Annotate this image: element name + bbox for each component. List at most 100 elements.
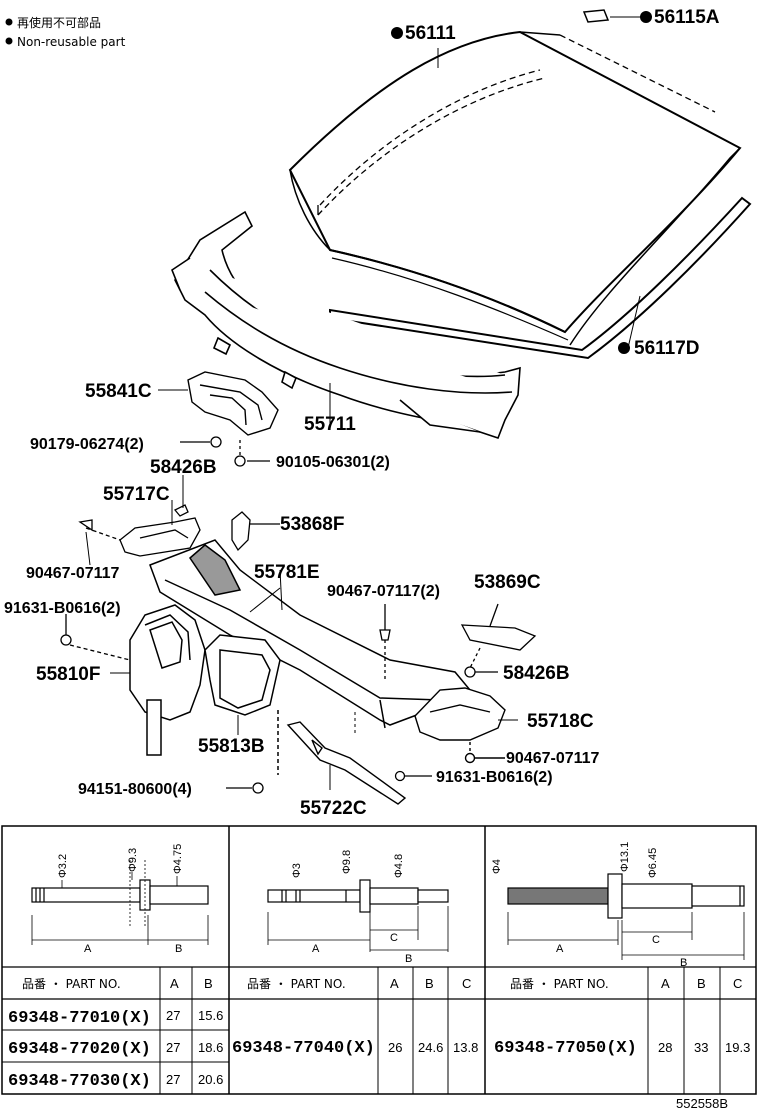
bracket-55841c-illustration [158, 371, 279, 436]
cover-55718c-illustration [414, 687, 506, 764]
rivet-2-dim-shank: Φ3 [291, 863, 303, 878]
rivet-3-drawing [507, 873, 745, 960]
rivet-2-dims: Φ3 Φ9.8 Φ4.8 A C B [291, 850, 412, 965]
rivet-3-dim-c: C [652, 934, 660, 946]
table-headers: 品番 ・ PART NO. A B 品番 ・ PART NO. A B C 品番… [22, 976, 742, 991]
label-molding: 56117D [634, 338, 700, 359]
bracket-55717c-illustration [78, 504, 201, 557]
legend-en: Non-reusable part [17, 35, 126, 49]
non-reusable-bullet-icon [391, 27, 403, 39]
table-row-c: 13.8 [453, 1040, 478, 1055]
label-clip-90467-right: 90467-07117 [506, 750, 600, 767]
brace-55722c-illustration [286, 721, 407, 805]
rivet-3-dims: Φ4 Φ13.1 Φ6.45 A C B [491, 842, 687, 969]
table-group-1: 69348-77010(X) 27 15.6 69348-77020(X) 27… [8, 1008, 223, 1091]
table-row-a: 28 [658, 1040, 672, 1055]
clip-90467-illustration [379, 604, 391, 680]
header-b-1: B [204, 976, 213, 991]
label-cover-55813b: 55813B [198, 736, 265, 757]
rivet-1-dims: Φ3.2 Φ9.3 Φ4.75 A B [57, 844, 184, 955]
table-group-2: 69348-77040(X) 26 24.6 13.8 [232, 1039, 478, 1058]
header-part-3: 品番 ・ PART NO. [510, 977, 609, 991]
label-cowl-top-panel: 55711 [304, 414, 356, 435]
table-row-b: 20.6 [198, 1072, 223, 1087]
label-clip-90467-left: 90467-07117 [26, 565, 120, 582]
table-row-part: 69348-77040(X) [232, 1039, 375, 1058]
table-row-part: 69348-77050(X) [494, 1039, 637, 1058]
rivet-2-dim-body: Φ4.8 [393, 854, 405, 878]
part-labels: 56111 56115A 56117D 55711 55841C 90179-0… [4, 7, 720, 819]
cover-55813b-illustration [204, 634, 281, 775]
rivet-1-dim-body: Φ4.75 [172, 844, 184, 874]
label-bolt-upper: 90105-06301(2) [276, 454, 390, 471]
header-a-1: A [170, 976, 179, 991]
bracket-53869c-illustration [460, 603, 537, 651]
diagram-code: 552558B [676, 1096, 728, 1111]
legend-jp: 再使用不可部品 [17, 15, 101, 30]
label-rivet-91631-right: 91631-B0616(2) [436, 769, 553, 786]
label-brace-55722c: 55722C [300, 798, 367, 819]
label-seal-53868f: 53868F [280, 514, 344, 535]
header-part-2: 品番 ・ PART NO. [247, 977, 346, 991]
table-row-b: 24.6 [418, 1040, 443, 1055]
table-row-a: 26 [388, 1040, 402, 1055]
rivet-table [1, 825, 757, 1095]
table-row-part: 69348-77020(X) [8, 1040, 151, 1059]
rivet-1-dim-shank: Φ3.2 [57, 854, 69, 878]
header-part-1: 品番 ・ PART NO. [22, 977, 121, 991]
table-group-3: 69348-77050(X) 28 33 19.3 [494, 1039, 750, 1058]
non-reusable-bullet-icon [618, 342, 630, 354]
rivet-1-dim-a: A [84, 943, 92, 955]
header-b-2: B [425, 976, 434, 991]
rivet-91631-right-illustration [394, 770, 432, 782]
label-screw-94151: 94151-80600(4) [78, 781, 192, 798]
rivet-3-dim-a: A [556, 943, 564, 955]
label-clip-upper: 90179-06274(2) [30, 436, 144, 453]
legend: 再使用不可部品 Non-reusable part [5, 15, 126, 49]
rivet-91631-left-illustration [60, 614, 131, 661]
rivet-1-drawing [31, 860, 209, 945]
label-bracket-53869c: 53869C [474, 572, 541, 593]
table-row-b: 15.6 [198, 1008, 223, 1023]
table-row-a: 27 [166, 1072, 180, 1087]
label-clip-90467-two: 90467-07117(2) [327, 583, 440, 600]
label-bracket-left: 55841C [85, 381, 152, 402]
legend-bullet-icon [5, 37, 13, 45]
label-bracket-55717c: 55717C [103, 484, 170, 505]
rivet-2-dim-a: A [312, 943, 320, 955]
rivet-2-dim-c: C [390, 932, 398, 944]
rivet-3-dim-body: Φ6.45 [647, 848, 659, 878]
seal-53868f-illustration [231, 511, 280, 552]
label-nut-58426b-left: 58426B [150, 457, 217, 478]
label-rivet-91631-left: 91631-B0616(2) [4, 600, 121, 617]
fastener-upper-illustration [180, 436, 270, 467]
header-c-3: C [733, 976, 742, 991]
rivet-3-dim-b: B [680, 957, 687, 969]
screw-94151-illustration [226, 782, 264, 794]
label-nut-58426b-right: 58426B [503, 663, 570, 684]
rivet-3-dim-head: Φ13.1 [619, 842, 631, 872]
table-row-c: 19.3 [725, 1040, 750, 1055]
header-c-2: C [462, 976, 471, 991]
rivet-1-dim-b: B [175, 943, 182, 955]
table-row-a: 27 [166, 1040, 180, 1055]
windshield-illustration [288, 30, 742, 346]
non-reusable-bullet-icon [640, 11, 652, 23]
rivet-2-dim-head: Φ9.8 [341, 850, 353, 874]
header-b-3: B [697, 976, 706, 991]
table-row-part: 69348-77010(X) [8, 1009, 151, 1028]
label-air-duct: 55810F [36, 664, 100, 685]
header-a-2: A [390, 976, 399, 991]
sticker-illustration [582, 9, 640, 23]
label-windshield: 56111 [405, 23, 456, 44]
nut-58426b-right-illustration [464, 647, 498, 678]
table-row-b: 33 [694, 1040, 708, 1055]
rivet-2-dim-b: B [405, 953, 412, 965]
label-sticker: 56115A [654, 7, 720, 28]
air-duct-illustration [110, 604, 206, 756]
label-cover-55718c: 55718C [527, 711, 594, 732]
rivet-1-dim-head: Φ9.3 [127, 848, 139, 872]
cowl-top-panel-illustration [171, 210, 521, 439]
table-row-a: 27 [166, 1008, 180, 1023]
